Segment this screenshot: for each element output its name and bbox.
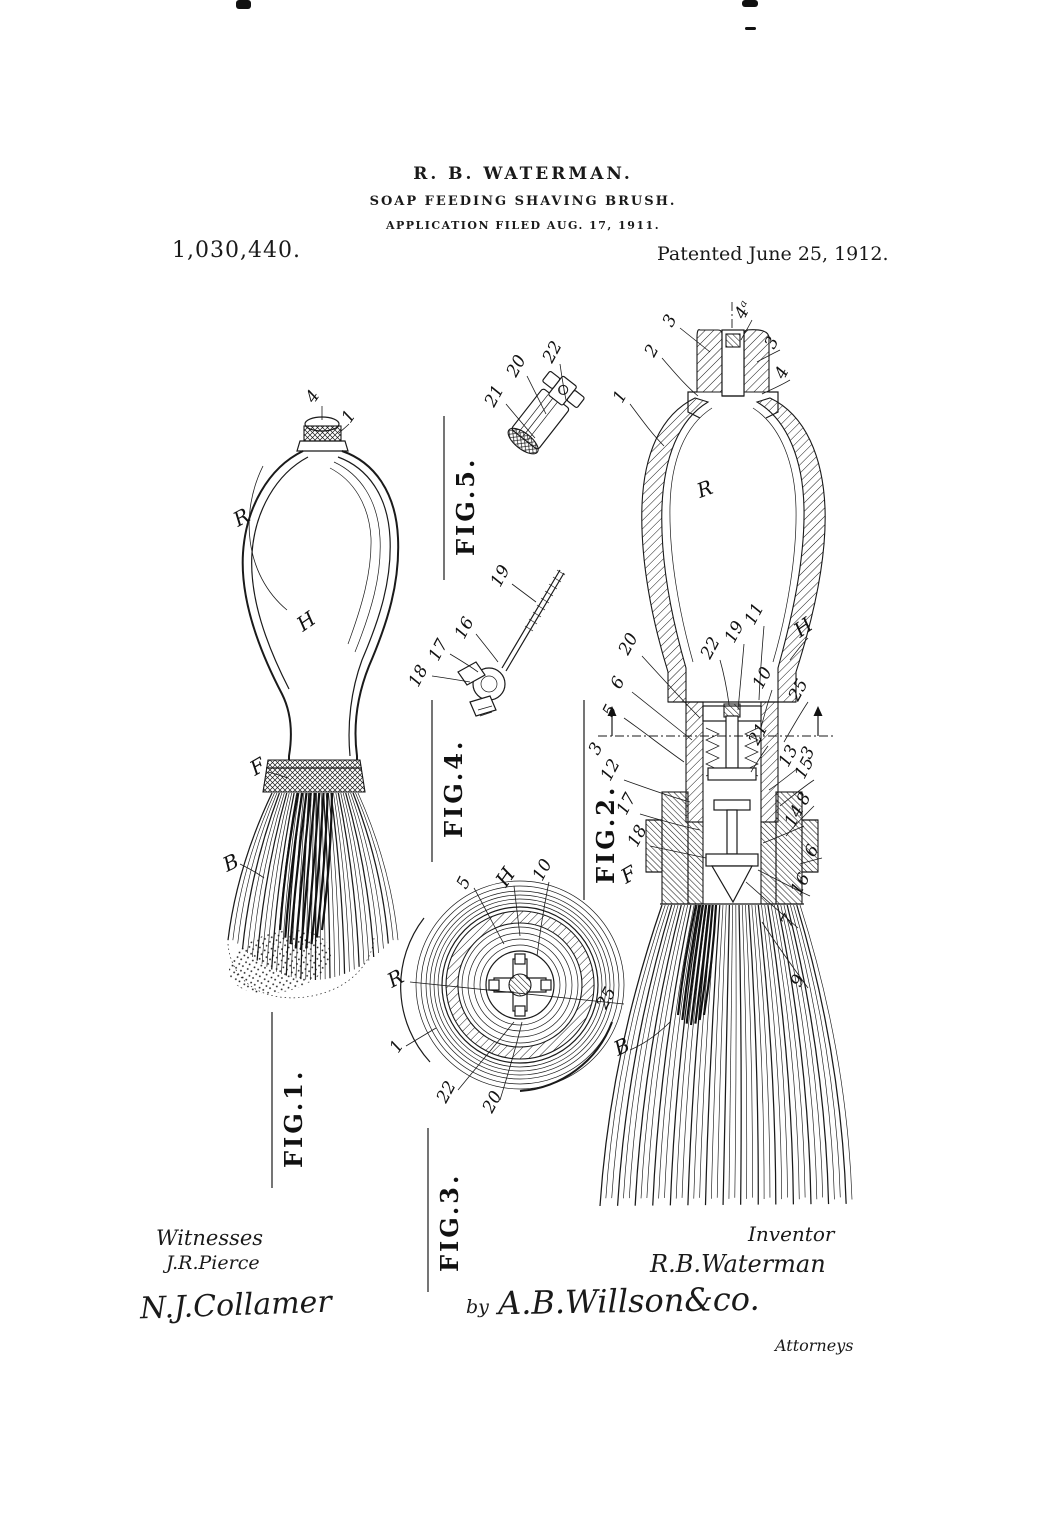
fig3-ref-1: 1 [386, 1037, 409, 1057]
fig2-ref-5: 5 [599, 701, 622, 720]
fig1-ref-1: 1 [338, 407, 361, 427]
fig4-ref-17: 17 [425, 636, 453, 665]
fig4-ref-16: 16 [451, 614, 479, 643]
fig3-label: FIG.3. [435, 1173, 464, 1272]
fig4-ref-18: 18 [405, 662, 433, 691]
fig5-ref-20: 20 [502, 352, 530, 382]
fig4-stem-detail: 18 17 16 19 FIG.4. [405, 562, 566, 862]
fig2-ref-4a: 4ᵃ [730, 298, 756, 323]
fig2-ref-3a: 3 [659, 311, 682, 330]
application-line: APPLICATION FILED AUG. 17, 1911. [385, 219, 661, 232]
fig2-ref-R: R [693, 475, 716, 503]
fig3-ref-5: 5 [453, 873, 476, 892]
fig3-ref-R: R [382, 964, 407, 993]
fig2-central-section: 1 2 3 4ᵃ 3 4 R 20 6 5 3 12 17 18 F 22 19… [583, 298, 853, 1207]
fig1-label: FIG.1. [279, 1069, 308, 1168]
fig3-ref-H: H [490, 862, 521, 891]
witnesses-label: Witnesses [156, 1226, 264, 1250]
fig2-ref-3sec-l: 3 [585, 739, 608, 758]
fig5-valve-detail: 21 20 22 FIG.5. [443, 338, 585, 580]
patent-title: SOAP FEEDING SHAVING BRUSH. [369, 194, 677, 209]
witness-signature-1: J.R.Pierce [166, 1252, 260, 1274]
fig2-ref-12: 12 [597, 756, 625, 784]
fig2-ref-2: 2 [640, 341, 663, 361]
fig2-ref-11: 11 [741, 600, 769, 628]
fig3-ref-22: 22 [432, 1078, 460, 1107]
fig5-label: FIG.5. [451, 457, 480, 556]
threads [524, 569, 566, 632]
fig4-ref-19: 19 [487, 562, 515, 591]
patent-number: 1,030,440. [172, 238, 301, 263]
inventor-label: Inventor [748, 1222, 835, 1246]
by-label: by [466, 1296, 489, 1318]
patent-date: Patented June 25, 1912. [657, 243, 889, 265]
fig2-ref-6: 6 [607, 673, 630, 692]
fig2-bristles [599, 904, 853, 1207]
fig5-ref-21: 21 [480, 382, 508, 411]
fig5-ref-22: 22 [538, 338, 566, 367]
fig2-ref-10: 10 [749, 664, 777, 693]
attorneys-label: Attorneys [775, 1336, 854, 1355]
fig2-ref-1: 1 [609, 387, 632, 406]
fig1-ref-4: 4 [301, 387, 324, 408]
witness-signature-2: N.J.Collamer [139, 1284, 333, 1327]
fig1-bristles [227, 792, 399, 980]
fig1-ref-H: H [291, 606, 320, 637]
inventor-name-line: R. B. WATERMAN. [413, 164, 633, 184]
fig1-side-elevation: 4 1 R H F B FIG.1. [218, 387, 400, 1188]
fig1-ref-B: B [218, 849, 242, 877]
fig2-ref-22: 22 [696, 634, 724, 663]
inventor-signature: R.B.Waterman [650, 1250, 826, 1278]
scan-specks [236, 0, 758, 30]
attorney-signature: A.B.Willson&co. [497, 1279, 760, 1323]
fig2-label: FIG.2. [591, 785, 620, 884]
fig3-ref-10: 10 [529, 856, 557, 885]
fig2-ref-20: 20 [614, 630, 642, 660]
fig3-transverse-section: 5 H 10 R 1 22 20 25 FIG.3. [382, 856, 625, 1292]
fig4-label: FIG.4. [439, 739, 468, 838]
